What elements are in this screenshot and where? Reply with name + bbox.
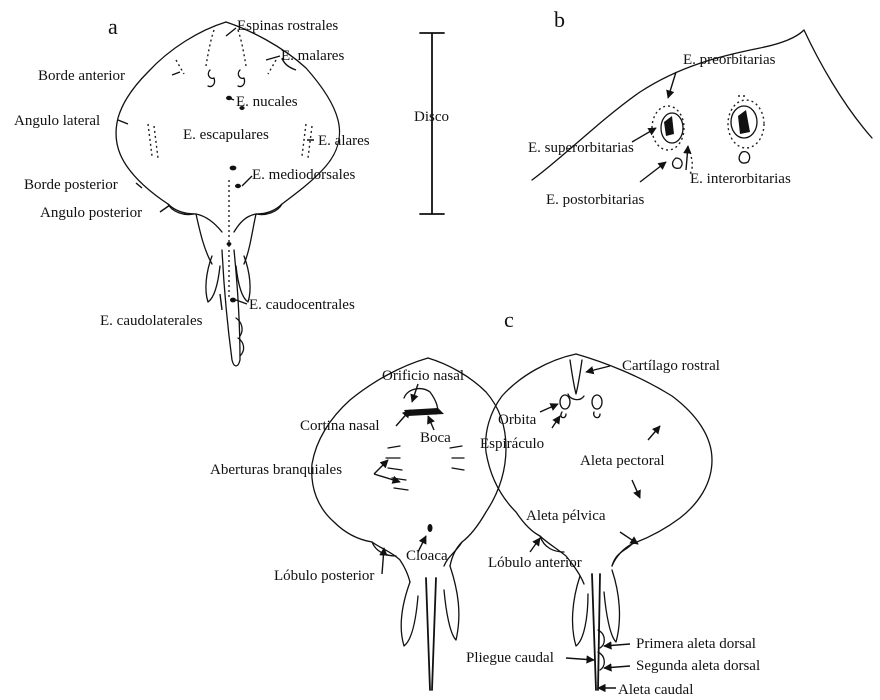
arrow-aleta-pelvica (620, 532, 638, 544)
panel-c-gill-slits-right (450, 446, 464, 470)
label-e-escapulares: E. escapulares (183, 127, 269, 143)
label-e-caudolaterales: E. caudolaterales (100, 313, 203, 329)
panel-c-mouth (404, 408, 444, 416)
panel-a-letter: a (108, 14, 118, 39)
label-segunda-aleta-dorsal: Segunda aleta dorsal (636, 658, 760, 674)
panel-c-ventral-disc-right (428, 358, 506, 566)
panel-a-malar-spines-right (268, 60, 276, 74)
panel-c-cloaca (428, 524, 433, 532)
panel-c: c (210, 307, 760, 698)
arrow-boca (428, 416, 434, 430)
panel-a-caudal-spine (227, 242, 232, 246)
arrow-aleta-pectoral-2 (632, 480, 640, 498)
arrow-orbita (540, 404, 558, 412)
label-disco: Disco (414, 109, 449, 125)
panel-a-right-eye (238, 70, 245, 87)
panel-c-orbit (560, 395, 570, 409)
arrow-cartilago-rostral (586, 366, 610, 372)
arrow-lobulo-anterior (530, 538, 540, 552)
label-borde-anterior: Borde anterior (38, 68, 125, 84)
panel-c-gill-slits-left (386, 446, 408, 490)
panel-a-rostral-spines-right (238, 30, 246, 66)
panel-a-lower-body (196, 214, 256, 264)
panel-a-pelvic-right (256, 204, 282, 215)
label-e-alares: E. alares (318, 133, 370, 149)
panel-a-left-clasper (206, 256, 220, 302)
panel-c-letter: c (504, 307, 514, 332)
label-boca: Boca (420, 430, 451, 446)
arrow-aleta-pectoral-1 (648, 426, 660, 440)
arrow-primera-aleta-dorsal (604, 644, 630, 646)
panel-a-alar-spines-right (302, 124, 312, 158)
panel-c-dorsal-claspers (573, 570, 620, 646)
panel-a-rostral-spines-left (206, 30, 214, 66)
panel-c-dorsal-disc (486, 354, 584, 584)
label-e-preorbitarias: E. preorbitarias (683, 52, 776, 68)
arrow-cortina-nasal (396, 410, 410, 426)
label-e-interorbitarias: E. interorbitarias (690, 171, 791, 187)
arrow-pliegue-caudal (566, 658, 594, 660)
panel-c-dorsal-tail (592, 574, 600, 690)
arrow-segunda-aleta-dorsal (604, 666, 630, 668)
label-aleta-pectoral: Aleta pectoral (580, 453, 665, 469)
panel-a-mediodorsal-spine (230, 166, 237, 171)
label-e-mediodorsales: E. mediodorsales (252, 167, 355, 183)
label-e-postorbitarias: E. postorbitarias (546, 192, 644, 208)
label-aleta-caudal: Aleta caudal (618, 682, 693, 698)
label-angulo-lateral: Angulo lateral (14, 113, 100, 129)
label-espiraculo: Espiráculo (480, 436, 544, 452)
panel-a-mediodorsal-spine-2 (235, 184, 241, 188)
label-pliegue-caudal: Pliegue caudal (466, 650, 554, 666)
panel-a-tail (222, 250, 240, 366)
panel-a: a Espinas (14, 14, 449, 366)
panel-c-ventral-tail (426, 578, 436, 690)
panel-b-right-eye (738, 110, 750, 134)
panel-a-malar-spines-left (176, 60, 184, 74)
panel-c-rostral-cartilage (570, 360, 582, 394)
panel-b-left-eye (664, 116, 674, 136)
label-lobulo-anterior: Lóbulo anterior (488, 555, 582, 571)
label-angulo-posterior: Angulo posterior (40, 205, 142, 221)
arrow-espiraculo (552, 416, 560, 428)
label-primera-aleta-dorsal: Primera aleta dorsal (636, 636, 756, 652)
label-e-superorbitarias: E. superorbitarias (528, 140, 634, 156)
arrow-superorbitarias (632, 128, 656, 142)
panel-c-spiracles (561, 412, 600, 418)
arrow-orificio-nasal (412, 384, 418, 402)
panel-c-orbit-right (592, 395, 602, 409)
label-orificio-nasal: Orificio nasal (382, 368, 464, 384)
label-e-nucales: E. nucales (236, 94, 298, 110)
panel-a-alar-spines-left (148, 124, 158, 158)
label-cortina-nasal: Cortina nasal (300, 418, 380, 434)
panel-a-caudocentral-spine (230, 298, 236, 303)
panel-a-pelvic-left (168, 204, 194, 215)
panel-c-snout-tip (568, 394, 584, 400)
panel-b-right-spiracle (739, 152, 749, 163)
label-e-caudocentrales: E. caudocentrales (249, 297, 355, 313)
label-borde-posterior: Borde posterior (24, 177, 118, 193)
panel-c-ventral-claspers (401, 566, 459, 646)
panel-b-left-spiracle (673, 158, 683, 168)
label-espinas-rostrales: Espinas rostrales (237, 18, 338, 34)
arrow-lobulo-posterior (382, 548, 384, 574)
arrow-postorbitarias (640, 162, 666, 182)
label-lobulo-posterior: Lóbulo posterior (274, 568, 374, 584)
label-orbita: Orbita (498, 412, 537, 428)
panel-a-left-eye (208, 70, 215, 87)
panel-b-letter: b (554, 7, 565, 32)
label-e-malares: E. malares (281, 48, 344, 64)
arrow-interorbitarias (686, 146, 688, 170)
label-cloaca: Cloaca (406, 548, 448, 564)
arrow-aberturas-1 (374, 460, 388, 474)
panel-b: b E. preorbitarias E. superorbitarias E.… (528, 7, 872, 208)
label-aleta-pelvica: Aleta pélvica (526, 508, 606, 524)
label-aberturas-branquiales: Aberturas branquiales (210, 462, 342, 478)
label-cartilago-rostral: Cartílago rostral (622, 358, 720, 374)
